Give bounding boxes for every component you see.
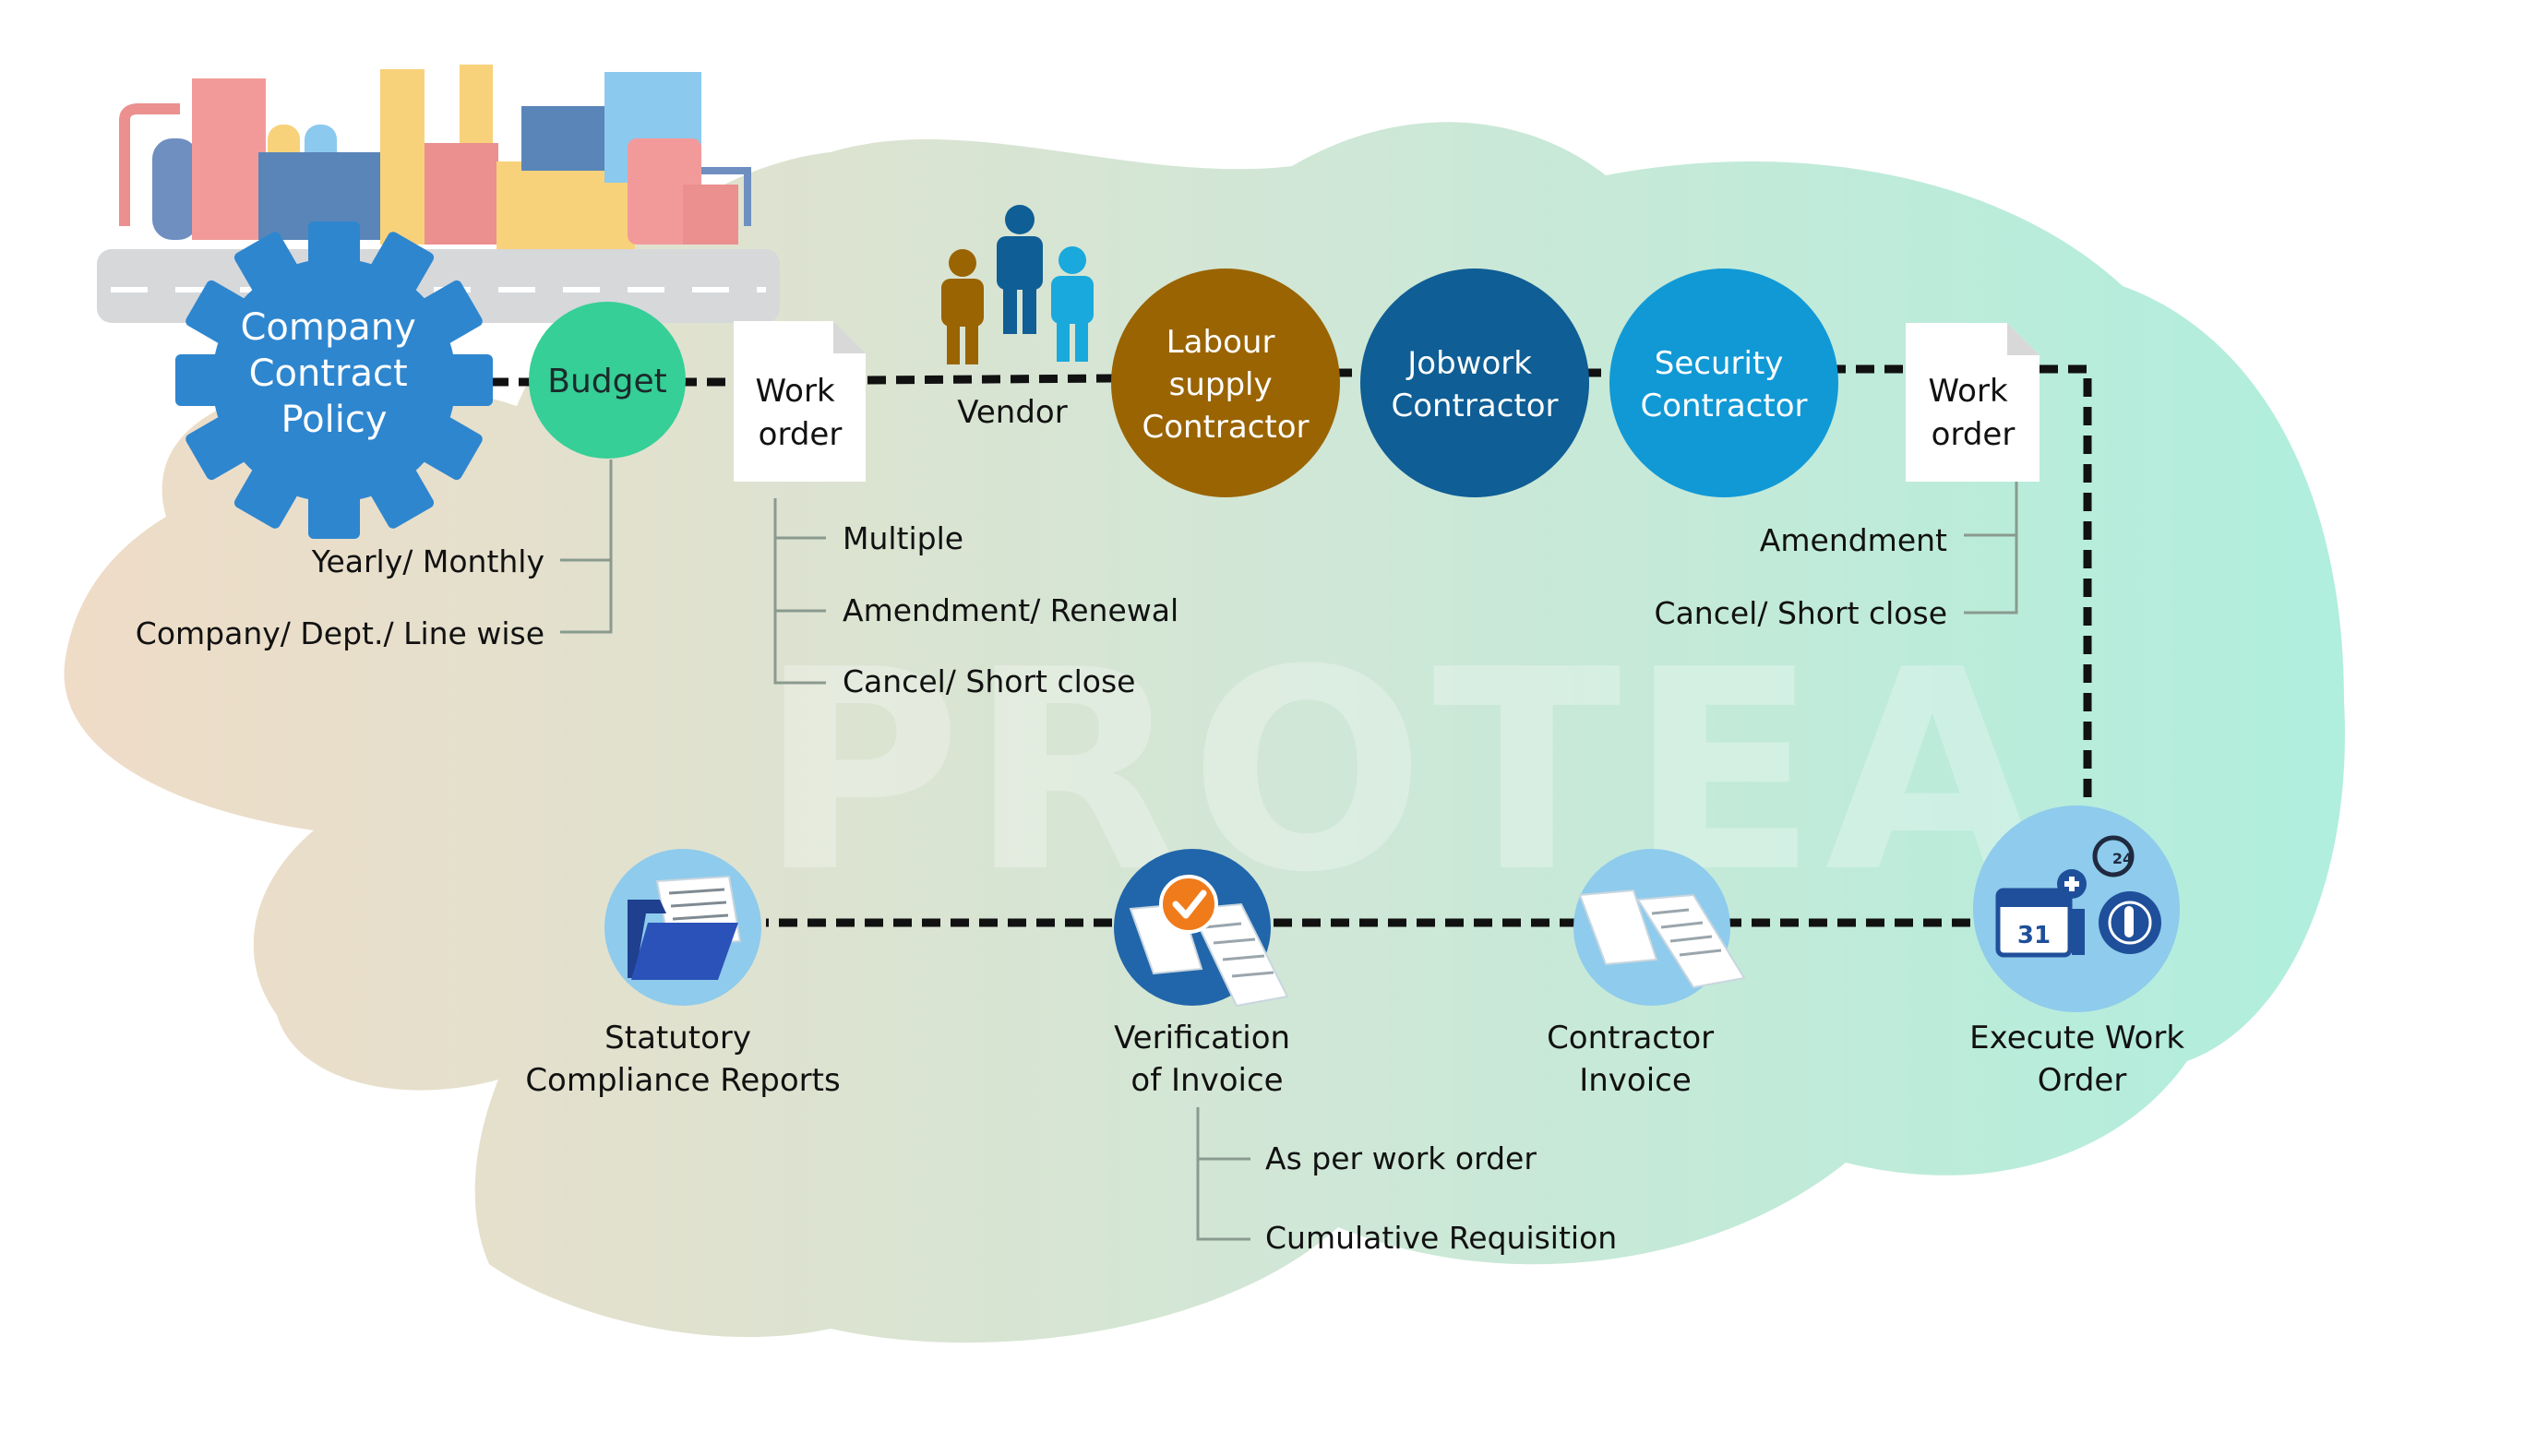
work-order-1-line1: Work (756, 373, 835, 410)
svg-text:Work order: Work order (1929, 373, 2018, 453)
touch-hand-icon (2099, 891, 2161, 954)
security-line1: Security (1655, 345, 1784, 382)
policy-gear-node: Company Contract Policy (175, 221, 493, 539)
statutory-reports-node (604, 849, 761, 1006)
factory-illustration (97, 65, 780, 323)
clock-24-text: 24 (2112, 850, 2133, 867)
svg-text:Work order: Work order (756, 373, 845, 453)
invoice-documents-icon (1578, 889, 1746, 989)
svg-text:Jobwork Contractor: Jobwork Contractor (1391, 345, 1558, 424)
svg-text:Security Contractor: Security Contractor (1640, 345, 1807, 424)
svg-text:Statutory Compliance Repor: Statutory Compliance Reports (525, 1020, 840, 1099)
jobwork-line1: Jobwork (1406, 345, 1532, 382)
jobwork-line2: Contractor (1391, 388, 1558, 424)
security-line2: Contractor (1640, 388, 1807, 424)
verification-line1: Verification (1114, 1020, 1290, 1056)
labour-line3: Contractor (1142, 409, 1309, 446)
security-contractor-node: Security Contractor (1609, 269, 1838, 497)
verification-branches (1196, 1107, 1250, 1241)
calendar-day: 31 (2017, 922, 2051, 949)
statutory-line2: Compliance Reports (525, 1062, 840, 1099)
svg-text:Execute Work Order: Execute Work Order (1969, 1020, 2195, 1099)
svg-text:Labour supply Cont: Labour supply Contractor (1142, 324, 1309, 446)
work-order-1-sub-3: Cancel/ Short close (843, 663, 1135, 699)
vendor-label: Vendor (957, 394, 1067, 431)
budget-sub-2: Company/ Dept./ Line wise (136, 615, 544, 651)
work-order-2-sub-1: Amendment (1760, 522, 1947, 558)
checkmark-icon (1159, 875, 1218, 934)
work-order-1-doc: Work order (734, 321, 866, 482)
budget-branches (560, 459, 613, 634)
svg-text:Company Contract P: Company Contract Policy (240, 306, 427, 441)
work-order-2-sub-2: Cancel/ Short close (1655, 595, 1947, 631)
svg-text:Verification of Invoice: Verification of Invoice (1114, 1020, 1300, 1099)
work-order-1-branches (773, 498, 826, 685)
labour-line2: supply (1169, 366, 1273, 403)
policy-label-line3: Policy (281, 399, 387, 441)
contractor-invoice-node (1573, 849, 1746, 1006)
verification-of-invoice-node (1114, 849, 1289, 1008)
budget-label: Budget (547, 363, 666, 400)
execute-line1: Execute Work (1969, 1020, 2184, 1056)
policy-label-line2: Contract (249, 352, 408, 395)
policy-label-line1: Company (240, 306, 415, 349)
contractor-invoice-line2: Invoice (1579, 1062, 1692, 1099)
work-order-2-branches (1964, 482, 2018, 615)
execute-line2: Order (2038, 1062, 2127, 1099)
work-order-2-doc: Work order (1906, 323, 2040, 482)
folder-icon (628, 875, 742, 980)
calendar-icon: 31 (1995, 888, 2073, 958)
verification-sub-2: Cumulative Requisition (1265, 1220, 1617, 1256)
verification-line2: of Invoice (1130, 1062, 1283, 1099)
work-order-1-sub-2: Amendment/ Renewal (843, 592, 1178, 628)
verified-documents-icon (1129, 902, 1289, 1008)
work-order-1-sub-1: Multiple (843, 520, 963, 556)
jobwork-contractor-node: Jobwork Contractor (1360, 269, 1589, 497)
work-order-2-line2: order (1932, 416, 2016, 453)
verification-sub-1: As per work order (1265, 1140, 1537, 1176)
budget-node: Budget (529, 302, 686, 459)
people-list-icon (2072, 909, 2085, 955)
watermark-text: PROTEA (759, 611, 2047, 933)
execute-work-order-node: 31 24 (1973, 806, 2180, 1012)
svg-text:Contractor Invoice: Contractor Invoice (1547, 1020, 1724, 1099)
work-order-2-line1: Work (1929, 373, 2008, 410)
statutory-line1: Statutory (604, 1020, 751, 1056)
contractor-invoice-line1: Contractor (1547, 1020, 1714, 1056)
plus-icon (2057, 869, 2087, 899)
vendor-people-icon (941, 205, 1094, 364)
clock-24-icon: 24 (2092, 835, 2135, 877)
labour-line1: Labour (1166, 324, 1275, 361)
budget-sub-1: Yearly/ Monthly (311, 543, 544, 579)
work-order-1-line2: order (759, 416, 843, 453)
labour-supply-contractor-node: Labour supply Contractor (1111, 269, 1340, 497)
